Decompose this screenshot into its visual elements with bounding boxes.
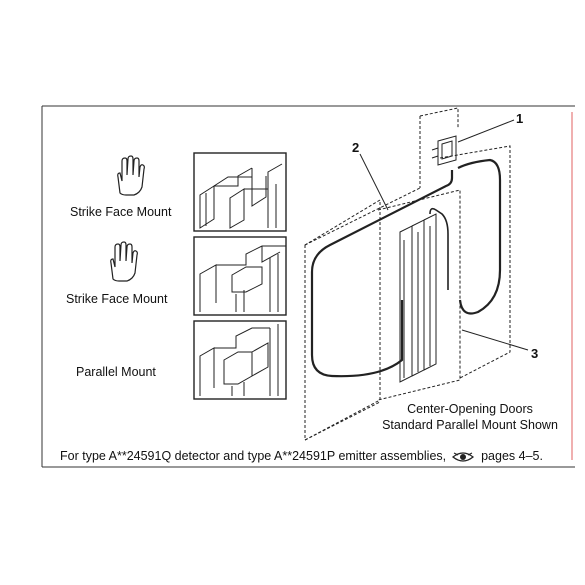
- caption-line-2: Standard Parallel Mount Shown: [382, 418, 558, 432]
- footer-text: For type A**24591Q detector and type A**…: [60, 449, 447, 463]
- mount-detail-strike-face-2: [193, 236, 287, 316]
- callout-2: 2: [352, 140, 360, 155]
- callout-1-leader: [457, 119, 515, 143]
- mount-detail-strike-face-1: [193, 152, 287, 232]
- footer-pages: pages 4–5.: [481, 449, 543, 463]
- mount-label-strike-face-1: Strike Face Mount: [70, 205, 172, 219]
- interconnect-cable: [310, 170, 454, 378]
- door-edge-detector-assembly: [399, 213, 437, 383]
- eye-reference-icon: [451, 452, 474, 462]
- interconnect-cable: [457, 158, 502, 315]
- hand-icon: [117, 155, 145, 196]
- mount-label-strike-face-2: Strike Face Mount: [66, 292, 168, 306]
- hand-icon: [110, 241, 138, 282]
- callout-2-leader: [359, 153, 389, 211]
- diagram-caption: Center-Opening Doors Standard Parallel M…: [372, 401, 568, 433]
- callout-1: 1: [516, 111, 524, 126]
- door-frame-dashed: [304, 107, 511, 441]
- caption-line-1: Center-Opening Doors: [407, 402, 533, 416]
- callout-3: 3: [531, 346, 539, 361]
- mount-label-parallel: Parallel Mount: [76, 365, 156, 379]
- interconnect-cable: [429, 207, 449, 290]
- footer-reference: For type A**24591Q detector and type A**…: [60, 449, 543, 463]
- controller-unit: [431, 135, 457, 166]
- mount-detail-parallel: [193, 320, 287, 400]
- callout-3-leader: [461, 329, 529, 351]
